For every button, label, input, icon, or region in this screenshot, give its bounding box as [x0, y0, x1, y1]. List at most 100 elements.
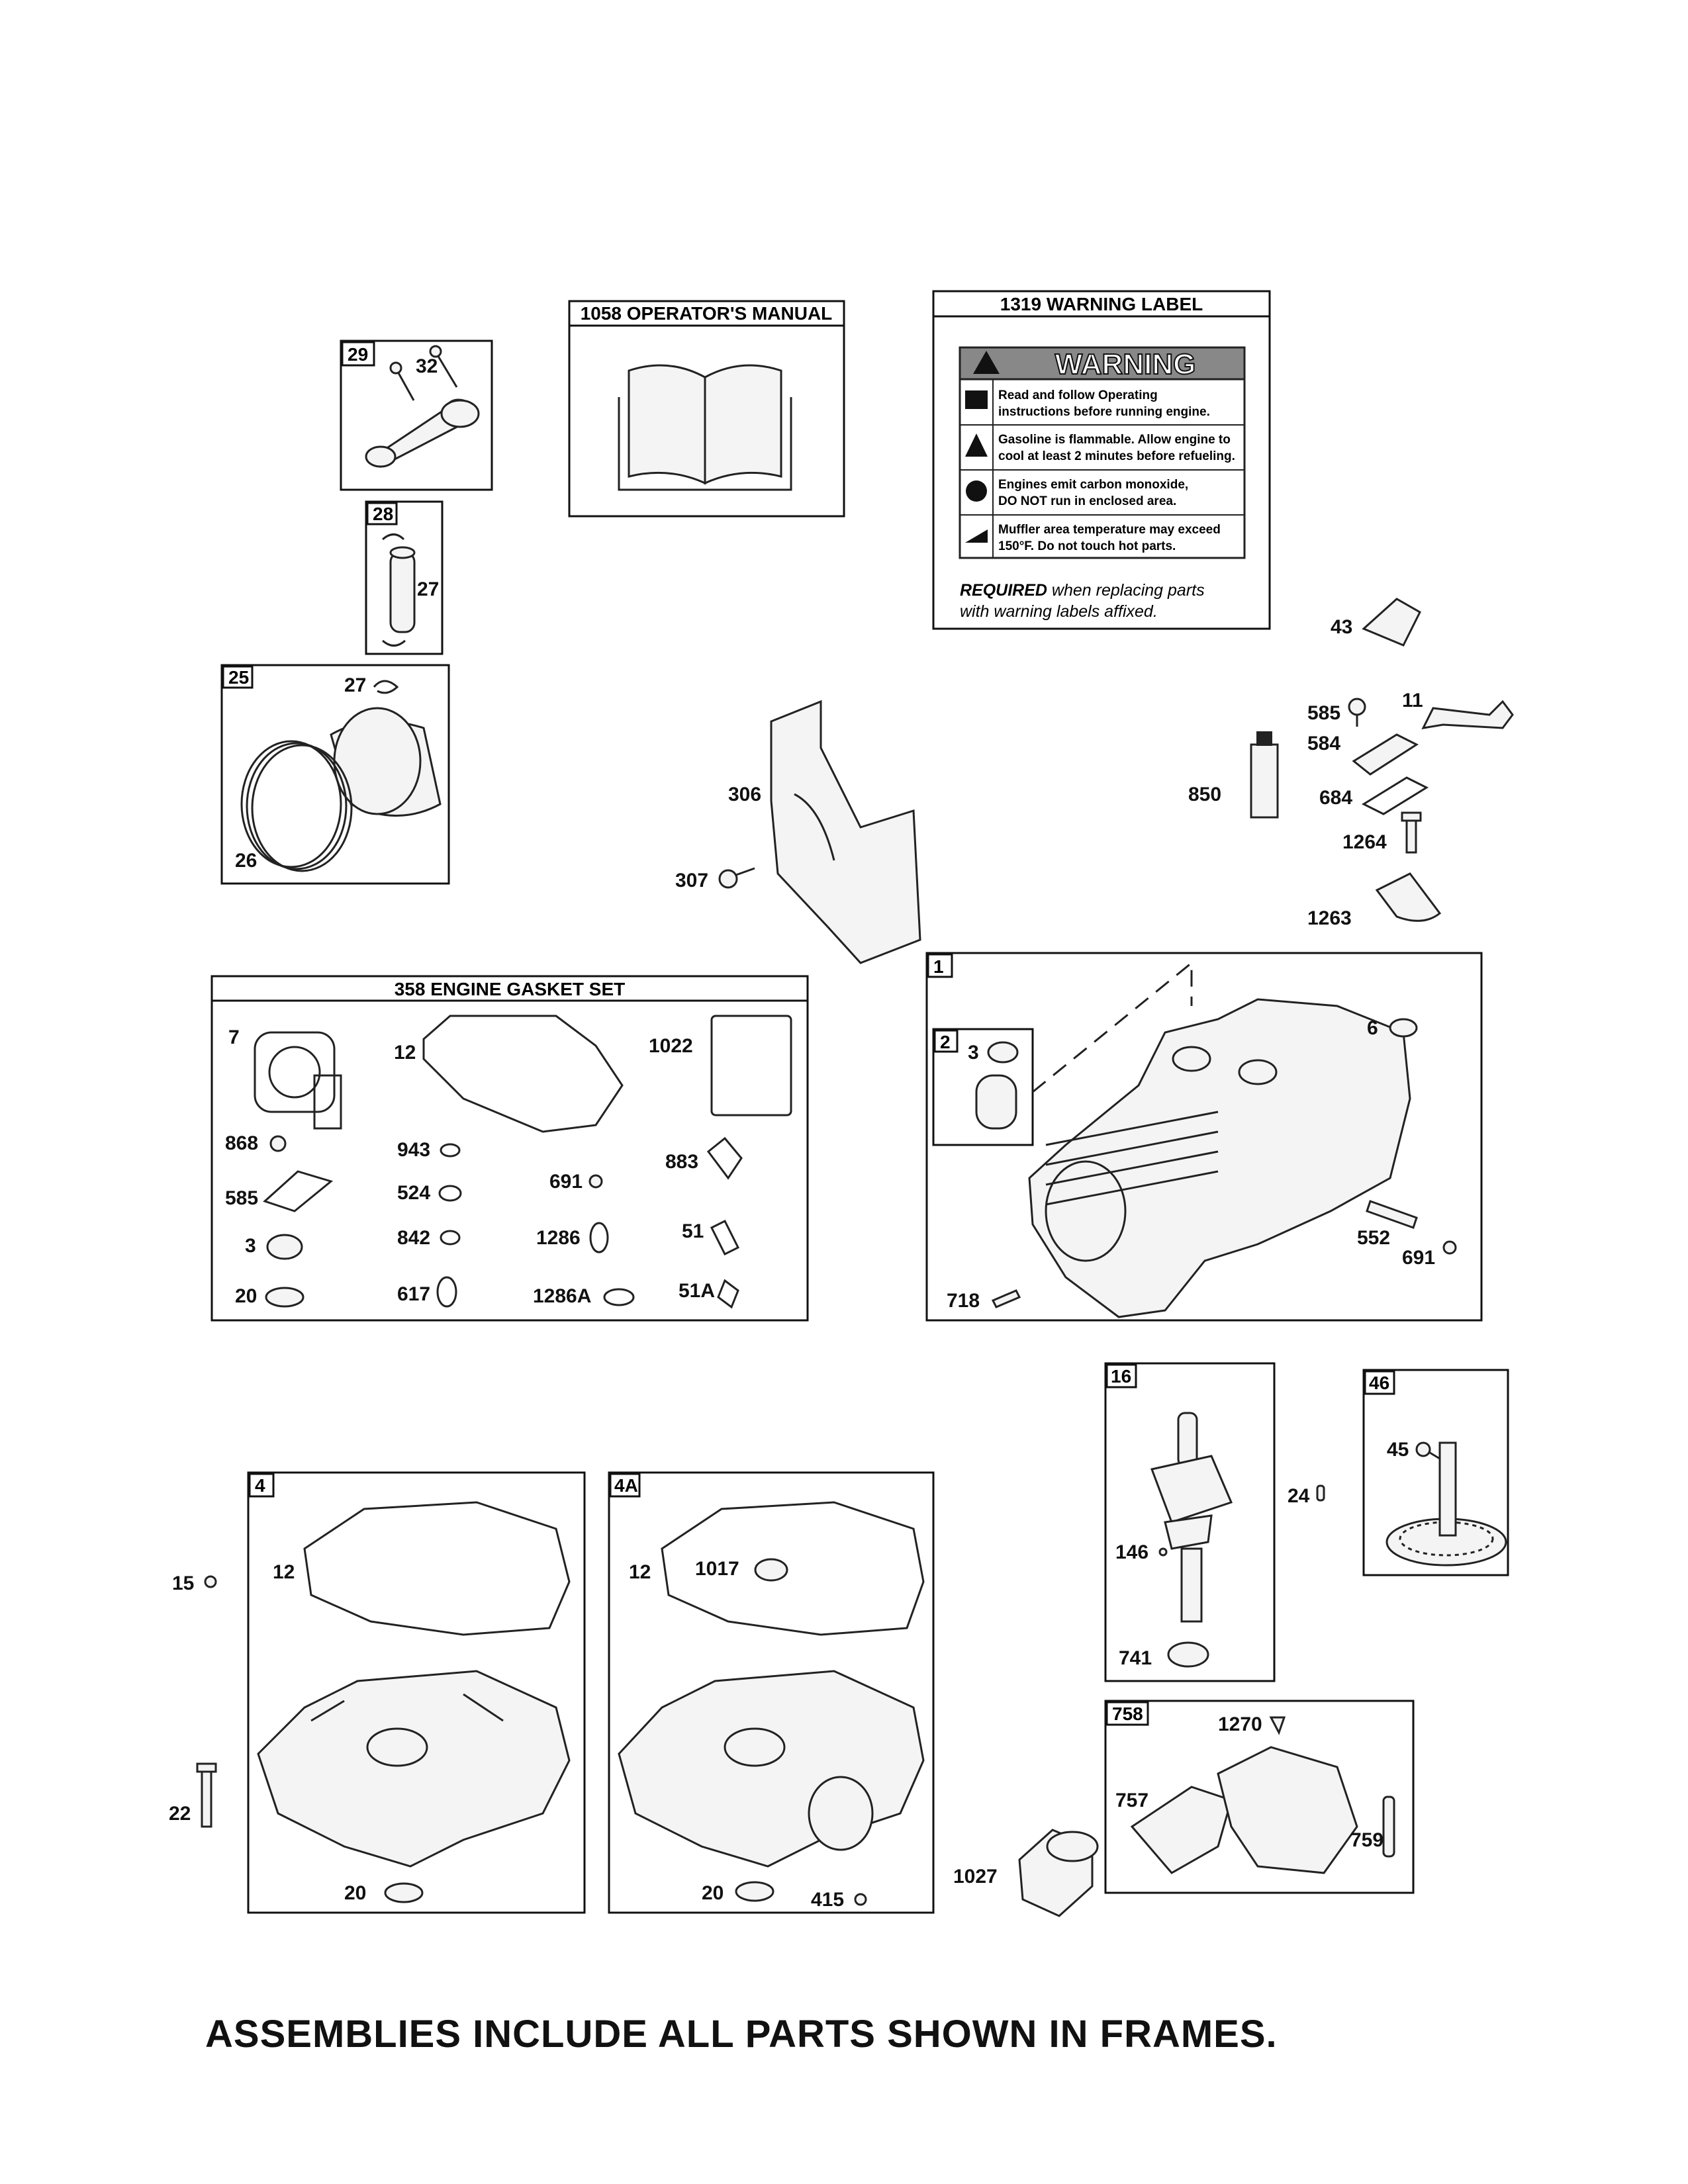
part-585: 585	[225, 1187, 258, 1209]
warning-banner-text: WARNING	[1055, 348, 1196, 381]
crankshaft-icon	[1150, 1412, 1233, 1623]
part-842: 842	[397, 1227, 430, 1249]
dowel-pin-icon	[1366, 1200, 1418, 1229]
part-1263: 1263	[1307, 907, 1352, 929]
o-ring-icon	[436, 1276, 457, 1308]
bolt-icon	[1401, 811, 1422, 854]
seal-icon	[754, 1558, 788, 1582]
frame-4a-key: 4A	[614, 1475, 638, 1496]
cover-plate-icon	[1352, 733, 1419, 776]
warning-line-7: Muffler area temperature may exceed	[998, 523, 1221, 537]
warning-label-title: 1319 WARNING LABEL	[1000, 294, 1203, 314]
gasket-icon	[263, 1170, 334, 1212]
warning-line-6: DO NOT run in enclosed area.	[998, 494, 1176, 508]
o-ring-icon	[438, 1185, 462, 1202]
gasket-icon	[706, 1136, 743, 1180]
part-524: 524	[397, 1182, 430, 1204]
part-26: 26	[235, 850, 257, 872]
piston-pin-icon	[382, 533, 416, 647]
part-691: 691	[1402, 1247, 1435, 1269]
bracket-icon	[1362, 598, 1421, 647]
key-icon	[1158, 1547, 1168, 1557]
part-51: 51	[682, 1220, 704, 1242]
part-12: 12	[273, 1561, 295, 1583]
part-51a: 51A	[679, 1280, 715, 1302]
operators-manual-frame: 1058 OPERATOR'S MANUAL	[568, 300, 845, 518]
bushing-icon	[975, 1074, 1017, 1130]
head-gasket-icon	[254, 1031, 342, 1130]
part-43: 43	[1331, 616, 1352, 638]
part-12: 12	[629, 1561, 651, 1583]
part-20: 20	[702, 1882, 724, 1904]
part-306: 306	[728, 784, 761, 805]
exhaust-icon	[966, 480, 987, 502]
warning-line-4: cool at least 2 minutes before refueling…	[998, 449, 1235, 463]
cylinder-block-icon	[1028, 998, 1411, 1318]
sealant-tube-icon	[1250, 731, 1279, 819]
part-1017: 1017	[695, 1558, 739, 1580]
part-584: 584	[1307, 733, 1340, 754]
screw-icon	[718, 867, 755, 889]
footer-note: ASSEMBLIES INCLUDE ALL PARTS SHOWN IN FR…	[205, 2013, 1278, 2056]
pin-icon	[1316, 1484, 1325, 1502]
oil-seal-icon	[384, 1882, 424, 1903]
breather-gasket-icon	[1130, 1786, 1233, 1874]
part-146: 146	[1115, 1541, 1149, 1563]
part-1027: 1027	[953, 1866, 998, 1888]
part-3: 3	[968, 1042, 979, 1064]
frame-29: 29 32	[340, 340, 493, 491]
oil-seal-icon	[987, 1041, 1019, 1064]
frame-16-key: 16	[1111, 1366, 1131, 1387]
part-617: 617	[397, 1283, 430, 1305]
frame-28-key: 28	[373, 504, 393, 524]
warning-required-line-2: with warning labels affixed.	[960, 602, 1158, 621]
oil-seal-icon	[266, 1234, 303, 1260]
cam-gear-icon	[1385, 1441, 1507, 1567]
part-1264: 1264	[1342, 831, 1387, 853]
oil-seal-icon	[265, 1287, 305, 1308]
o-ring-icon	[440, 1143, 461, 1158]
part-759: 759	[1350, 1829, 1383, 1851]
part-585: 585	[1307, 702, 1340, 724]
frame-16: 16 146 741	[1104, 1362, 1276, 1682]
part-22: 22	[169, 1803, 191, 1825]
tube-icon	[1421, 700, 1514, 729]
breather-housing-icon	[1217, 1746, 1358, 1874]
oil-seal-icon	[1167, 1641, 1209, 1668]
warning-line-5: Engines emit carbon monoxide,	[998, 478, 1188, 492]
bolt-icon	[1348, 698, 1366, 727]
part-20: 20	[235, 1285, 257, 1307]
manual-icon	[965, 390, 988, 409]
part-307: 307	[675, 870, 708, 891]
sump-gasket-icon	[661, 1501, 925, 1636]
frame-758: 758 1270 757 759	[1104, 1700, 1415, 1894]
part-12: 12	[394, 1042, 416, 1064]
warning-line-1: Read and follow Operating	[998, 388, 1158, 402]
dowel-pin-icon	[991, 1289, 1021, 1308]
frame-28: 28 27	[365, 500, 444, 655]
bolt-icon	[1415, 1441, 1447, 1464]
crankcase-cover-icon	[618, 1670, 925, 1868]
bolt-icon	[389, 345, 458, 401]
hot-surface-icon	[965, 529, 988, 543]
part-757: 757	[1115, 1790, 1149, 1811]
part-32: 32	[416, 355, 438, 377]
part-718: 718	[947, 1290, 980, 1312]
o-ring-icon	[603, 1288, 635, 1306]
part-15: 15	[172, 1572, 194, 1594]
part-850: 850	[1188, 784, 1221, 805]
part-943: 943	[397, 1139, 430, 1161]
frame-4: 4 12 20	[247, 1471, 586, 1914]
sump-gasket-icon	[422, 1015, 624, 1133]
part-415: 415	[811, 1889, 844, 1911]
manual-title: 1058 OPERATOR'S MANUAL	[581, 303, 833, 324]
bolt-icon	[196, 1762, 217, 1828]
part-6: 6	[1367, 1017, 1378, 1039]
part-684: 684	[1319, 787, 1352, 809]
screw-icon	[1269, 1716, 1286, 1735]
frame-25-key: 25	[228, 667, 249, 688]
cover-gasket-icon	[710, 1015, 792, 1116]
frame-25: 25 27 26	[220, 664, 450, 885]
part-552: 552	[1357, 1227, 1390, 1249]
frame-4a: 4A 12 1017 20 415	[608, 1471, 935, 1914]
